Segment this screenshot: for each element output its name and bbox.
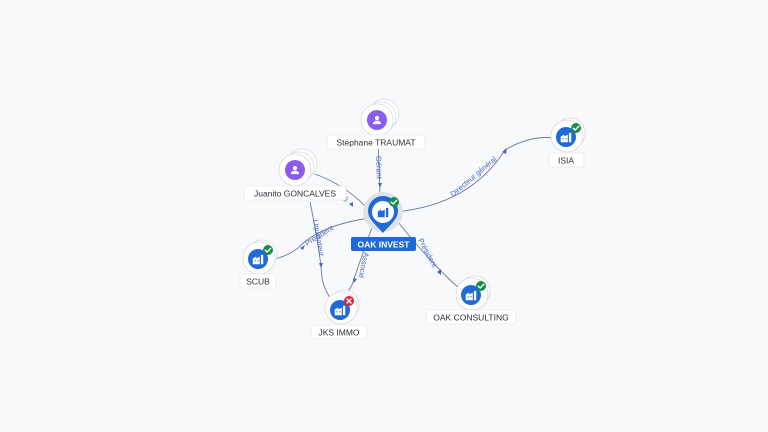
edge-arrow-icon — [349, 202, 353, 207]
node-label: OAK CONSULTING — [433, 313, 508, 323]
node-label-box — [548, 152, 585, 168]
node-label-box — [310, 324, 368, 340]
edge-arrow-icon — [378, 183, 382, 188]
node-goncalves[interactable]: Juanito GONCALVES — [243, 148, 347, 201]
node-label-box — [326, 134, 426, 150]
node-scub[interactable]: SCUB — [239, 239, 278, 289]
edge-arrow-icon — [353, 278, 357, 283]
edge-oakinvest-jks[interactable] — [342, 221, 375, 301]
node-label: SCUB — [246, 277, 270, 287]
node-oakinvest[interactable]: OAK INVEST — [351, 192, 416, 251]
edge-label-president-oakconsulting: Président — [416, 237, 439, 270]
edge-oakinvest-isia[interactable] — [394, 137, 556, 213]
status-badge-active — [389, 197, 399, 207]
node-label: Juanito GONCALVES — [254, 189, 336, 199]
node-label-box-selected — [351, 237, 416, 251]
status-badge-active — [571, 123, 581, 133]
edge-goncalves-jks[interactable] — [309, 201, 333, 301]
node-label-box — [243, 185, 347, 201]
node-label: ISIA — [558, 156, 574, 166]
status-badge-active — [263, 245, 273, 255]
node-label: OAK INVEST — [358, 240, 411, 250]
edge-arrow-icon — [437, 269, 441, 275]
node-label: JKS IMMO — [318, 328, 359, 338]
edge-label-directeur-general: Directeur général — [449, 154, 499, 198]
edge-label-li: li — [342, 195, 351, 204]
edge-oakinvest-scub[interactable] — [267, 217, 371, 261]
node-jks[interactable]: JKS IMMO — [310, 289, 368, 340]
node-label: Stéphane TRAUMAT — [336, 138, 415, 148]
edge-arrow-icon — [319, 263, 323, 268]
status-badge-active — [476, 281, 486, 291]
node-oakconsulting[interactable]: OAK CONSULTING — [425, 275, 517, 325]
node-label-box — [425, 309, 517, 325]
node-isia[interactable]: ISIA — [548, 117, 586, 168]
edge-label-gerant: Gérant — [374, 156, 384, 180]
node-traumat[interactable]: Stéphane TRAUMAT — [326, 98, 426, 150]
edge-arrow-icon — [502, 148, 507, 154]
edge-arrow-icon — [300, 245, 305, 250]
node-label-box — [239, 273, 277, 289]
